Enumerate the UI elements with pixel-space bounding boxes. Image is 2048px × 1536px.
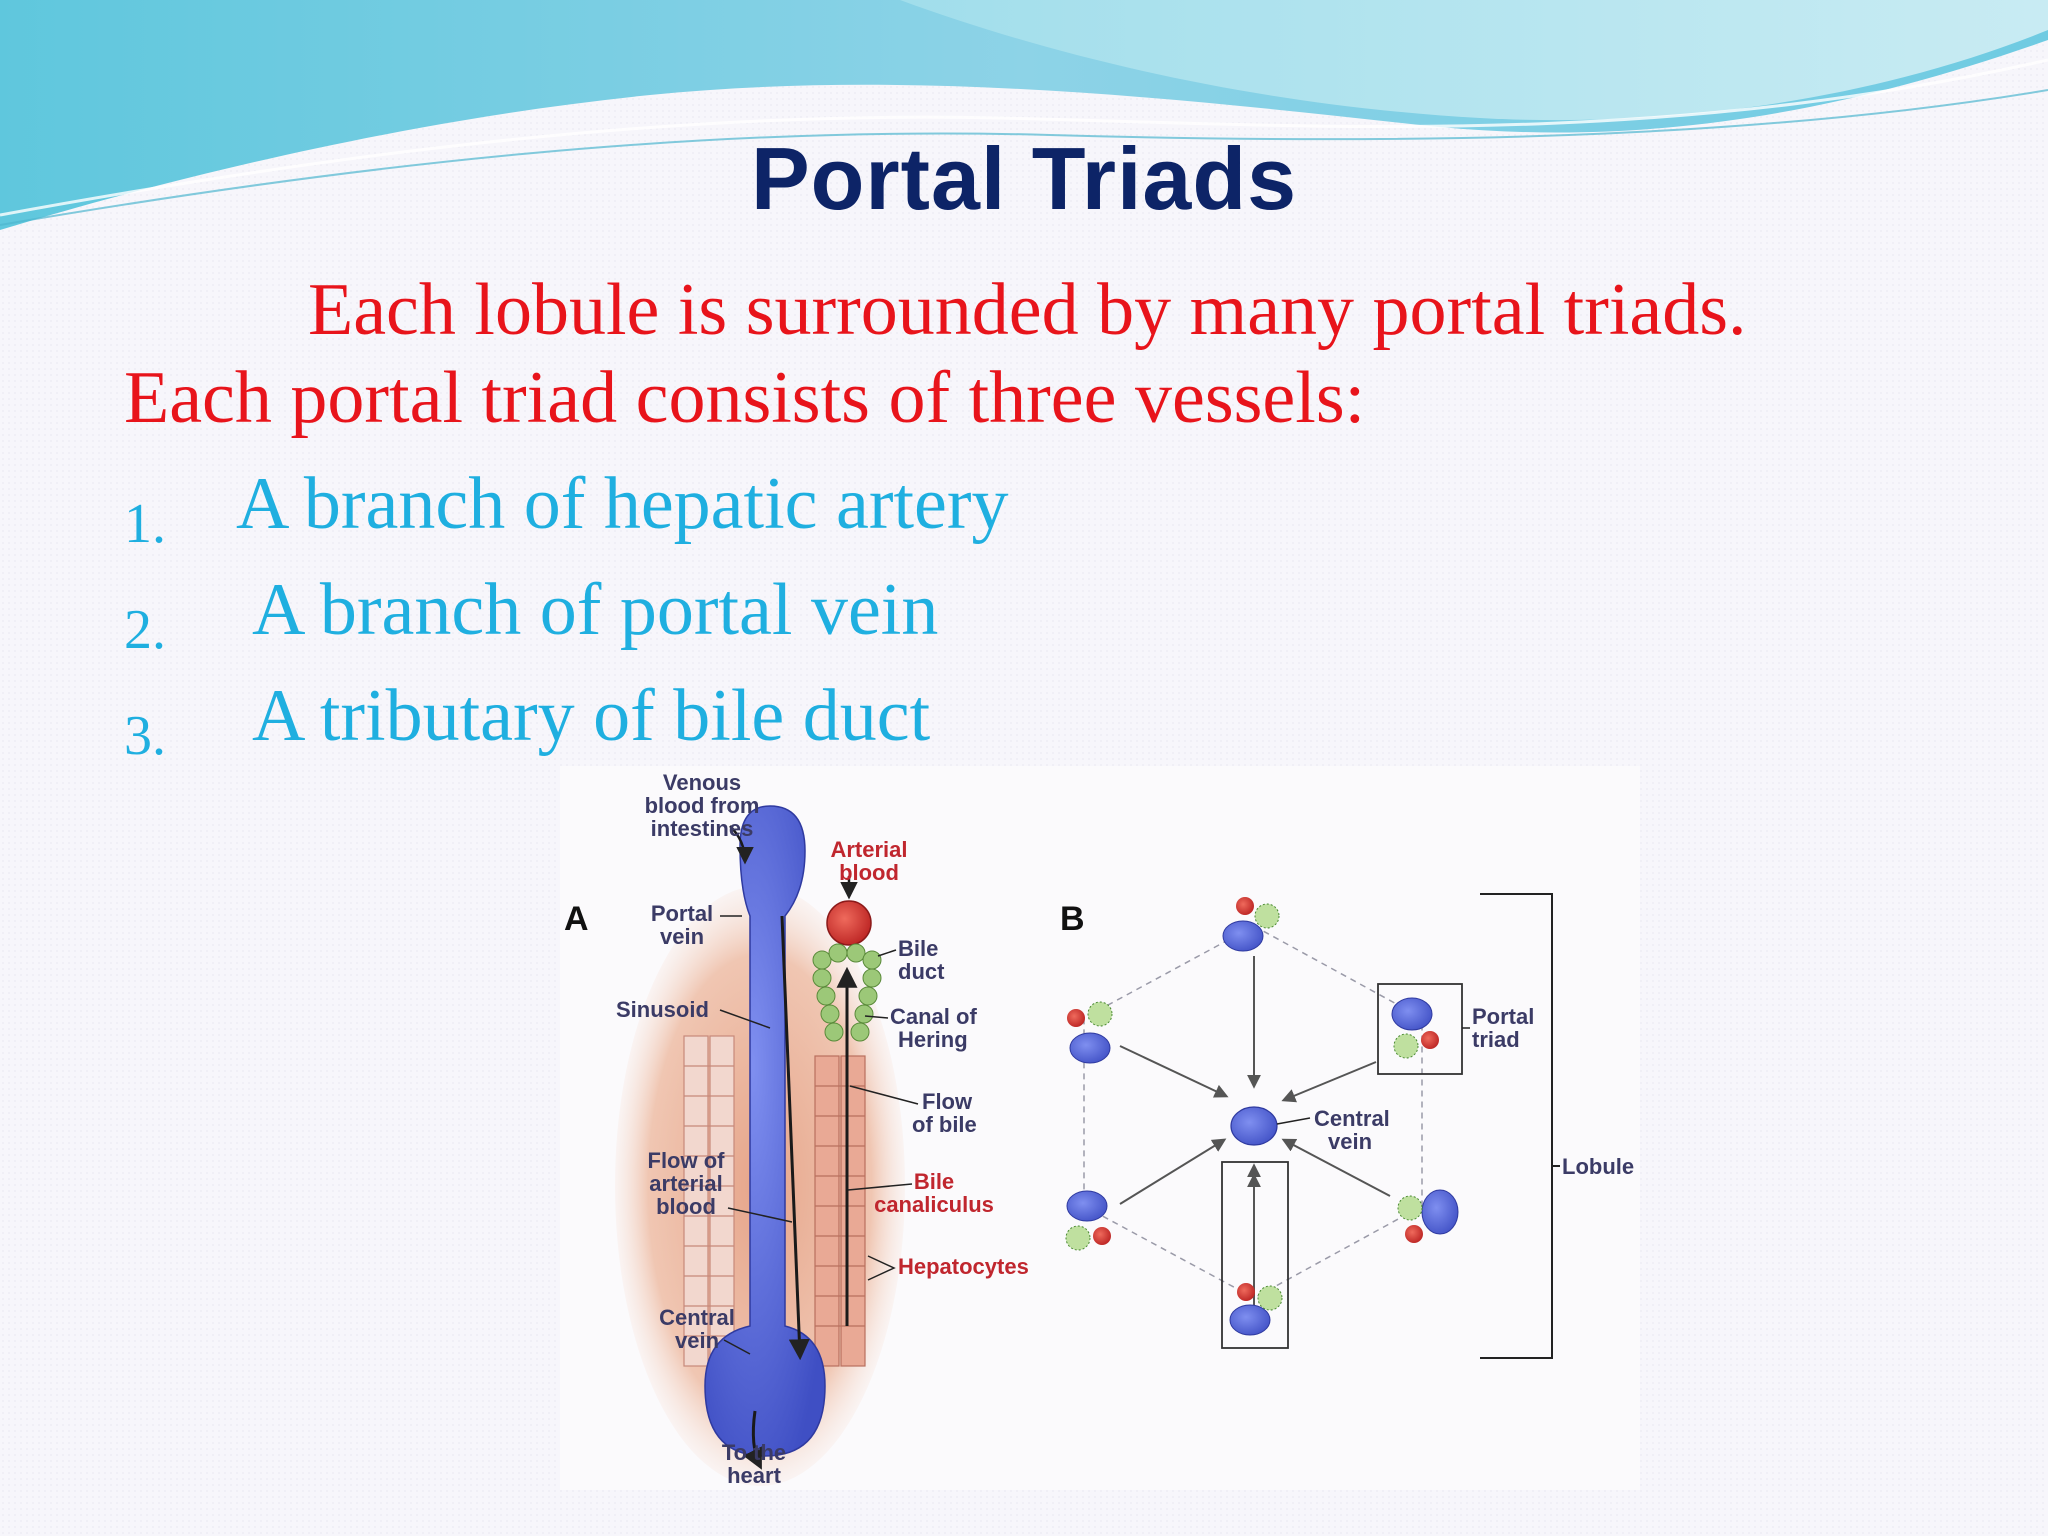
bile-duct-epithelium <box>812 943 882 1042</box>
portal-triad-upper-right <box>1377 983 1463 1075</box>
to-heart-arrow <box>743 1410 762 1470</box>
flow-of-arterial-blood-label: Flow of arterial blood <box>648 1148 793 1223</box>
arterial-flow-arrow <box>780 915 810 1361</box>
svg-text:Central: Central <box>1314 1106 1390 1131</box>
bile-canaliculus-label: Bile canaliculus <box>847 1169 994 1217</box>
portal-triad-bottom <box>1221 1161 1289 1349</box>
svg-text:of bile: of bile <box>912 1112 977 1137</box>
panel-b: B <box>1060 893 1634 1359</box>
sinusoid-vessel <box>704 805 826 1457</box>
svg-text:Hepatocytes: Hepatocytes <box>898 1254 1029 1279</box>
intro-line-2: Each portal triad consists of three vess… <box>124 357 1366 439</box>
portal-triad-lower-left <box>1065 1190 1111 1251</box>
panel-b-letter: B <box>1060 900 1085 938</box>
lobule-label: Lobule <box>1562 1154 1634 1179</box>
svg-text:Bile: Bile <box>898 936 938 961</box>
svg-text:intestines: intestines <box>651 816 754 841</box>
lobule-bracket: Lobule <box>1480 893 1634 1359</box>
flow-of-bile-label: Flow of bile <box>849 1085 977 1137</box>
panel-a-letter: A <box>564 900 589 938</box>
canal-of-hering-label: Canal of Hering <box>864 1004 977 1052</box>
svg-text:triad: triad <box>1472 1027 1520 1052</box>
svg-text:vein: vein <box>660 924 704 949</box>
central-vein-b <box>1230 1106 1278 1146</box>
svg-text:heart: heart <box>727 1463 781 1488</box>
intro-line-1: Each lobule is surrounded by many portal… <box>308 269 1747 351</box>
list-number-3: 3. <box>124 705 166 767</box>
svg-text:canaliculus: canaliculus <box>874 1192 994 1217</box>
to-the-heart-label: To the heart <box>722 1440 786 1488</box>
svg-text:Flow: Flow <box>922 1089 973 1114</box>
svg-text:Bile: Bile <box>914 1169 954 1194</box>
list-item-3: A tributary of bile duct <box>252 675 931 757</box>
svg-text:arterial: arterial <box>649 1171 722 1196</box>
svg-text:Sinusoid: Sinusoid <box>616 997 709 1022</box>
venous-inflow-arrow <box>729 825 754 865</box>
svg-text:vein: vein <box>1328 1129 1372 1154</box>
arterial-blood-label: Arterial blood <box>830 837 907 885</box>
list-number-2: 2. <box>124 599 166 661</box>
svg-text:Canal of: Canal of <box>890 1004 977 1029</box>
svg-text:Hering: Hering <box>898 1027 968 1052</box>
sinusoid-label: Sinusoid <box>616 997 771 1029</box>
svg-text:Flow of: Flow of <box>648 1148 726 1173</box>
svg-text:Venous: Venous <box>663 770 741 795</box>
svg-text:blood: blood <box>839 860 899 885</box>
hepatic-artery-branch <box>826 900 872 946</box>
portal-triad-label: Portal triad <box>1462 1004 1534 1052</box>
header-wave-decoration <box>0 0 2048 230</box>
panel-a: A <box>564 770 1029 1488</box>
portal-vein-label: Portal vein <box>651 901 742 949</box>
svg-text:Portal: Portal <box>651 901 713 926</box>
list-item-2: A branch of portal vein <box>252 569 939 651</box>
svg-text:duct: duct <box>898 959 945 984</box>
svg-text:blood from: blood from <box>645 793 760 818</box>
list-number-1: 1. <box>124 493 166 555</box>
portal-triad-upper-left <box>1067 1001 1113 1064</box>
svg-text:vein: vein <box>675 1328 719 1353</box>
svg-text:Portal: Portal <box>1472 1004 1534 1029</box>
right-hepatocyte-column <box>814 1055 866 1367</box>
bile-duct-label: Bile duct <box>877 936 945 984</box>
slide-title: Portal Triads <box>750 129 1298 228</box>
central-vein-label-b: Central vein <box>1276 1106 1390 1154</box>
svg-text:To the: To the <box>722 1440 786 1465</box>
left-hepatocyte-column <box>683 1035 735 1367</box>
liver-lobule-figure: A <box>560 766 1640 1490</box>
svg-text:blood: blood <box>656 1194 716 1219</box>
venous-blood-label: Venous blood from intestines <box>645 770 760 841</box>
svg-text:Central: Central <box>659 1305 735 1330</box>
list-item-1: A branch of hepatic artery <box>236 463 1009 545</box>
portal-triad-top <box>1222 897 1280 952</box>
central-vein-label-a: Central vein <box>659 1305 751 1355</box>
svg-text:Arterial: Arterial <box>830 837 907 862</box>
portal-triad-lower-right <box>1397 1189 1459 1243</box>
hepatocytes-label: Hepatocytes <box>867 1254 1029 1281</box>
